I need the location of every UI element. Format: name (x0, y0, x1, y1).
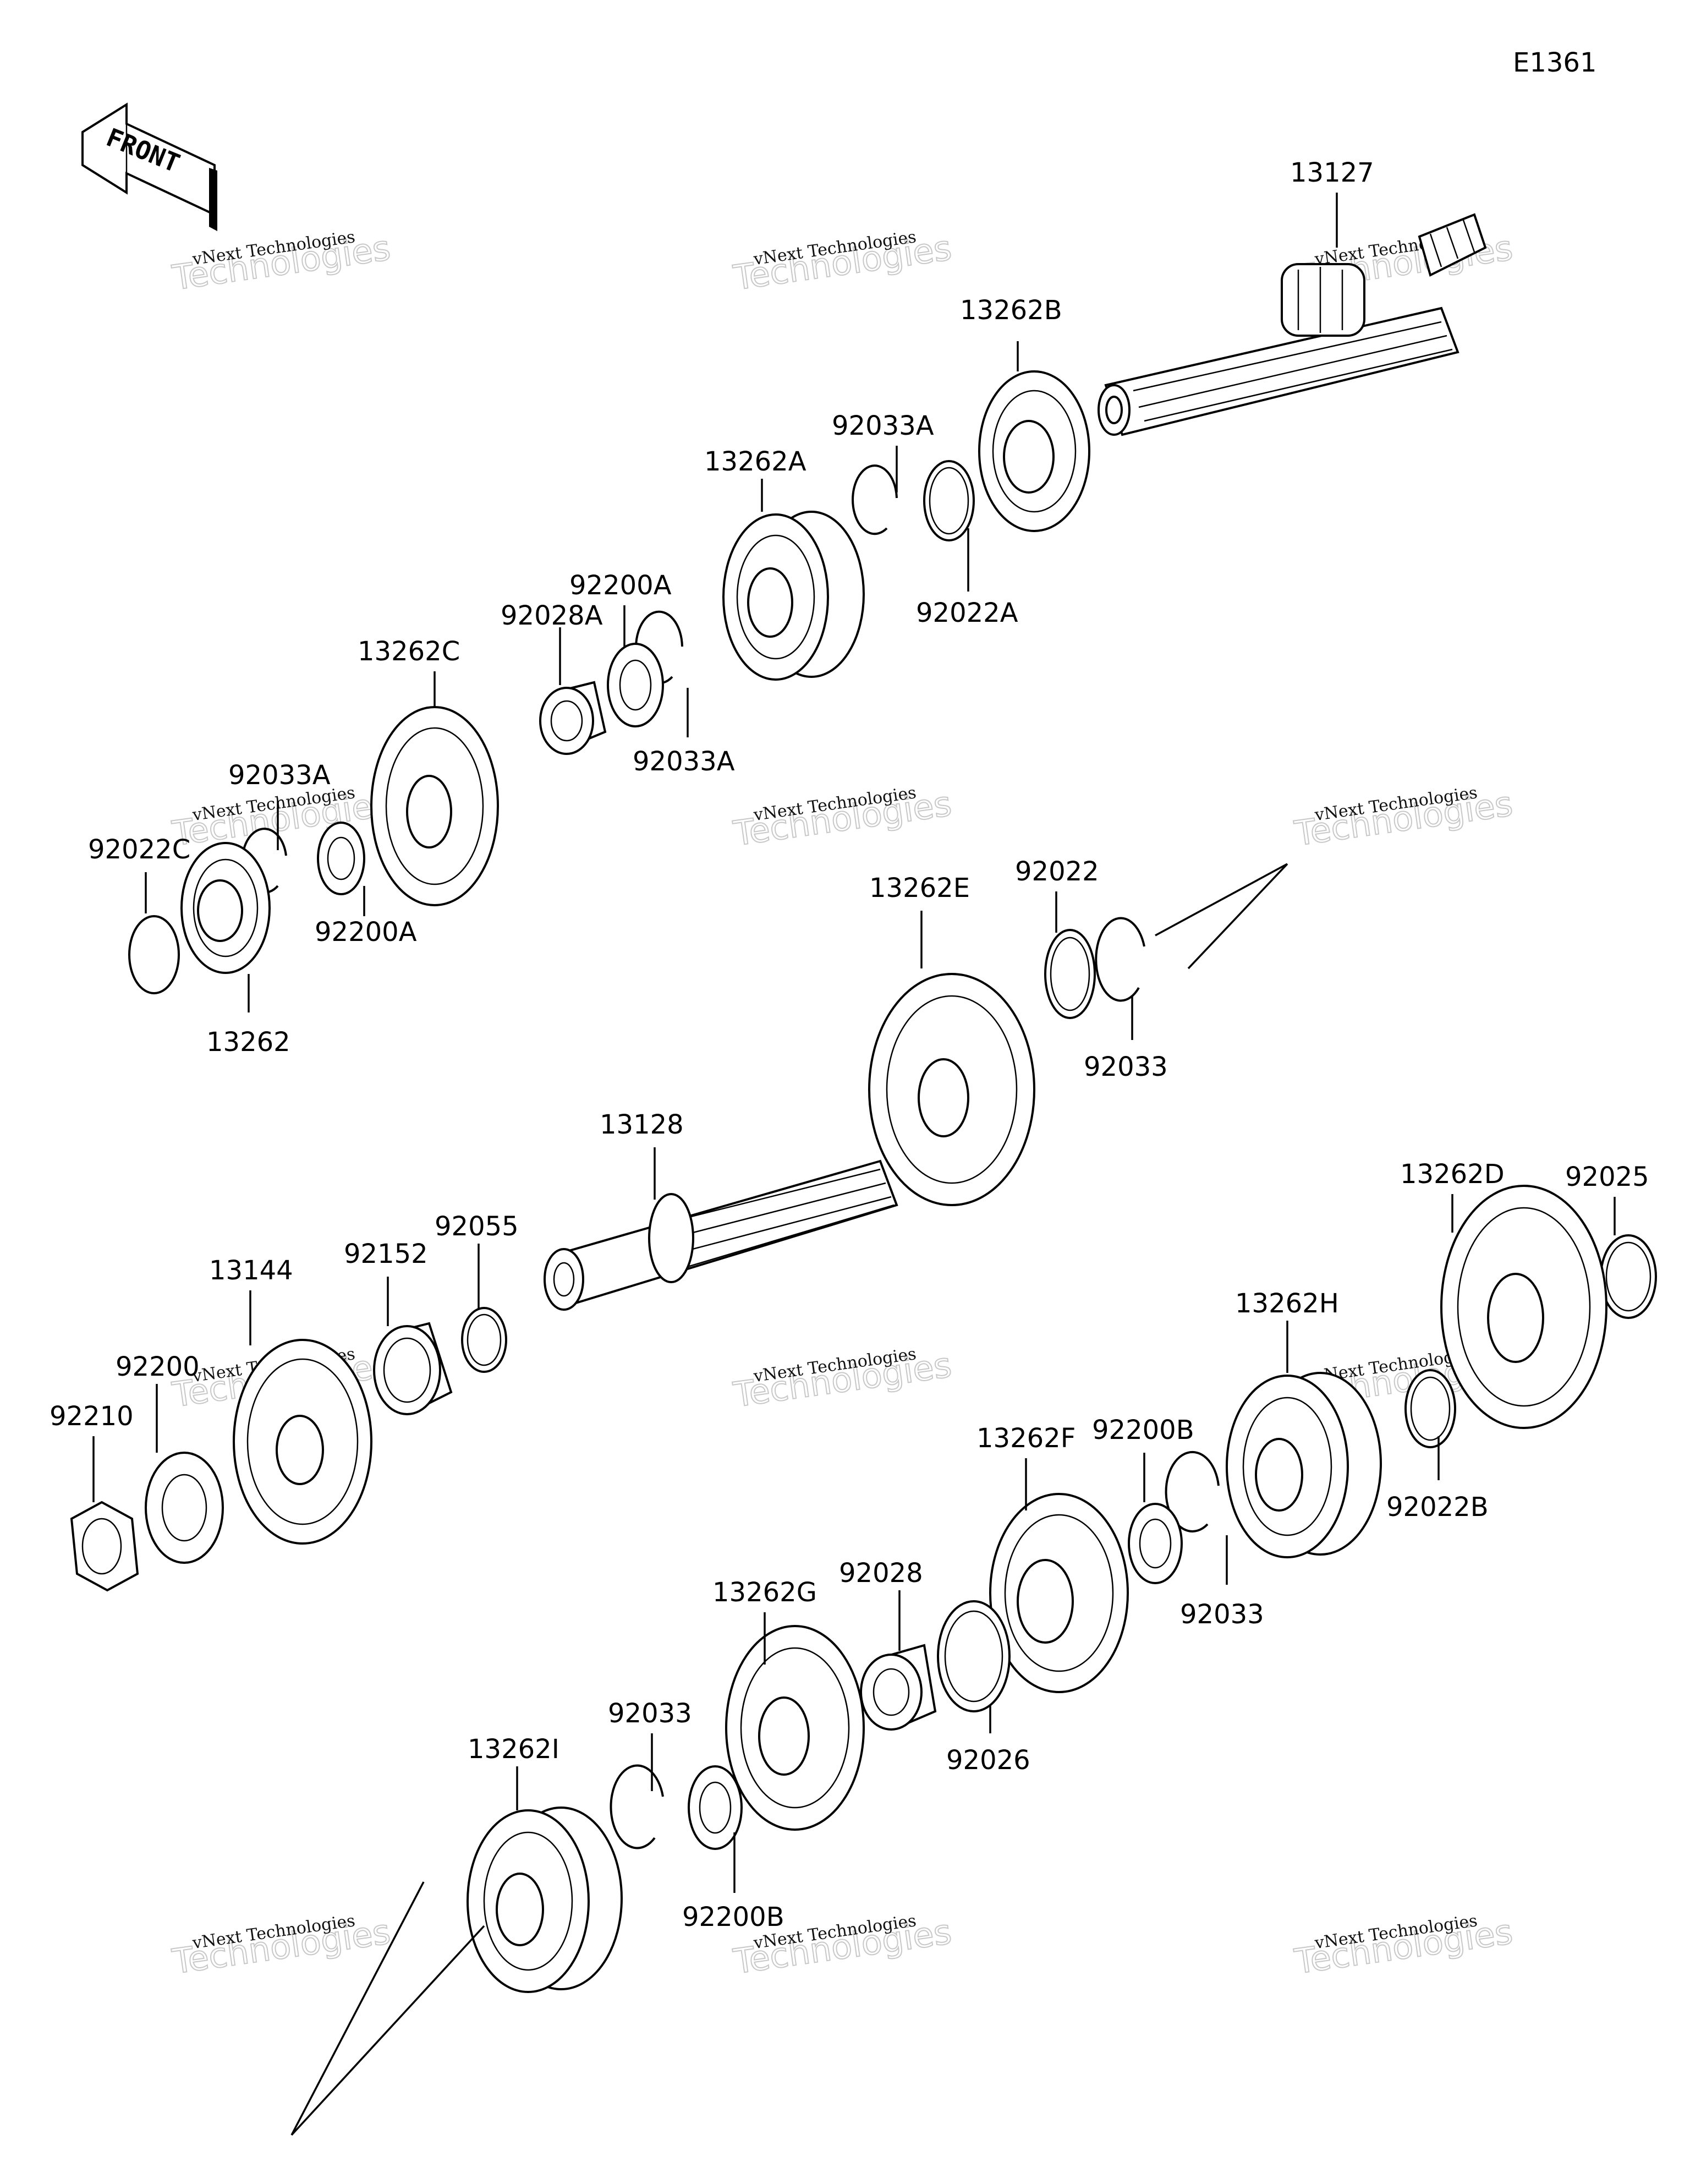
part-label-13262B: 13262B (960, 295, 1062, 326)
part-label-92200: 92200 (116, 1351, 200, 1382)
part-label-92200A-top: 92200A (569, 570, 672, 601)
watermark: Technologies vNext Technologies (1291, 783, 1516, 855)
leader-line-upper-right (1187, 863, 1288, 970)
washer-92200B-mid (1128, 1453, 1183, 1584)
part-label-13262G: 13262G (712, 1577, 817, 1608)
part-label-13127: 13127 (1290, 157, 1374, 188)
part-label-13262C: 13262C (358, 636, 460, 667)
part-label-92033A-top: 92033A (832, 410, 934, 441)
part-label-13262: 13262 (206, 1027, 290, 1058)
part-label-92152: 92152 (344, 1239, 428, 1269)
watermark: Technologies vNext Technologies (1291, 1911, 1516, 1983)
gear-13262A (722, 479, 865, 681)
part-label-13262D: 13262D (1400, 1159, 1505, 1190)
ring-92025 (1600, 1197, 1657, 1319)
bearing-92028A (539, 627, 607, 755)
part-label-92026: 92026 (946, 1745, 1030, 1776)
circlip-92033-h (1165, 1451, 1228, 1585)
part-label-13262A: 13262A (704, 446, 806, 477)
ring-92022B (1404, 1369, 1456, 1480)
part-label-92028A: 92028A (501, 600, 603, 631)
part-label-92022A: 92022A (916, 598, 1018, 628)
part-label-92033A-left: 92033A (228, 760, 331, 791)
part-label-92022B: 92022B (1386, 1492, 1489, 1523)
part-label-92033-g: 92033 (608, 1698, 692, 1729)
washer-92200A-top (607, 605, 664, 727)
gear-13262 (180, 842, 271, 1012)
part-label-92028: 92028 (839, 1558, 923, 1589)
ring-92022 (1044, 891, 1096, 1019)
washer-92022C (128, 872, 180, 994)
collar-92152 (373, 1277, 453, 1415)
part-label-92033-upper-right: 92033 (1084, 1052, 1168, 1082)
sprocket-13144 (233, 1290, 372, 1545)
watermark: Technologies vNext Technologies (730, 1344, 954, 1416)
part-label-92210: 92210 (50, 1401, 134, 1432)
part-label-13144: 13144 (209, 1255, 293, 1286)
middle-assembly: 13262E 92022 92033 13128 (50, 856, 1288, 1592)
part-label-13262F: 13262F (976, 1423, 1076, 1454)
part-label-13262E: 13262E (869, 873, 970, 904)
part-label-92022: 92022 (1015, 856, 1099, 887)
part-label-92033A-mid: 92033A (633, 746, 735, 777)
gear-13262I (467, 1766, 623, 1993)
lower-assembly: 92025 13262D 92022B 13262H (290, 1159, 1657, 2136)
gear-13262G (725, 1612, 865, 1831)
washer-92200B-low (688, 1765, 743, 1893)
shaft-13128 (544, 1147, 898, 1311)
part-label-92200B-low: 92200B (682, 1902, 784, 1933)
diagram-code: E1361 (1513, 47, 1596, 78)
washer-92026 (937, 1600, 1011, 1733)
shaft-13127 (1098, 193, 1487, 436)
circlip-92033-upper-right (1095, 917, 1145, 1040)
watermark: Technologies vNext Technologies (730, 783, 954, 855)
washer-92200A-left (317, 822, 365, 916)
oring-92055 (461, 1244, 507, 1373)
bearing-92028 (860, 1590, 937, 1731)
watermark: Technologies vNext Technologies (169, 1911, 393, 1983)
gear-13262E (868, 911, 1035, 1206)
part-label-92055: 92055 (435, 1211, 519, 1242)
leader-line-lower-left (290, 1925, 485, 2136)
part-label-92200A-left: 92200A (315, 917, 417, 948)
part-label-92033-h: 92033 (1180, 1599, 1264, 1630)
part-label-13262I: 13262I (468, 1734, 559, 1765)
gear-13262H (1226, 1321, 1382, 1558)
ring-92022A (923, 460, 975, 592)
gear-13262F (989, 1458, 1129, 1693)
watermark: Technologies vNext Technologies (730, 227, 954, 299)
watermark: Technologies vNext Technologies (169, 227, 393, 299)
part-label-13128: 13128 (600, 1109, 684, 1140)
part-label-92025: 92025 (1565, 1162, 1649, 1192)
circlip-92033A-top (852, 446, 898, 535)
gear-13262D (1440, 1185, 1607, 1429)
gear-13262C (370, 671, 499, 906)
front-arrow-icon: FRONT (81, 102, 217, 231)
part-label-92200B-mid: 92200B (1092, 1415, 1194, 1446)
part-label-92022C: 92022C (88, 834, 190, 865)
circlip-92033-g (610, 1733, 664, 1849)
leader-line-upper-right (1155, 863, 1288, 937)
part-label-13262H: 13262H (1235, 1288, 1339, 1319)
nut-92210 (70, 1436, 139, 1592)
gear-13262B (978, 341, 1090, 532)
washer-92200 (145, 1384, 224, 1564)
leader-line-lower-left (290, 1881, 425, 2136)
upper-assembly: 13127 13262B 92022A 92033A (88, 157, 1487, 1058)
